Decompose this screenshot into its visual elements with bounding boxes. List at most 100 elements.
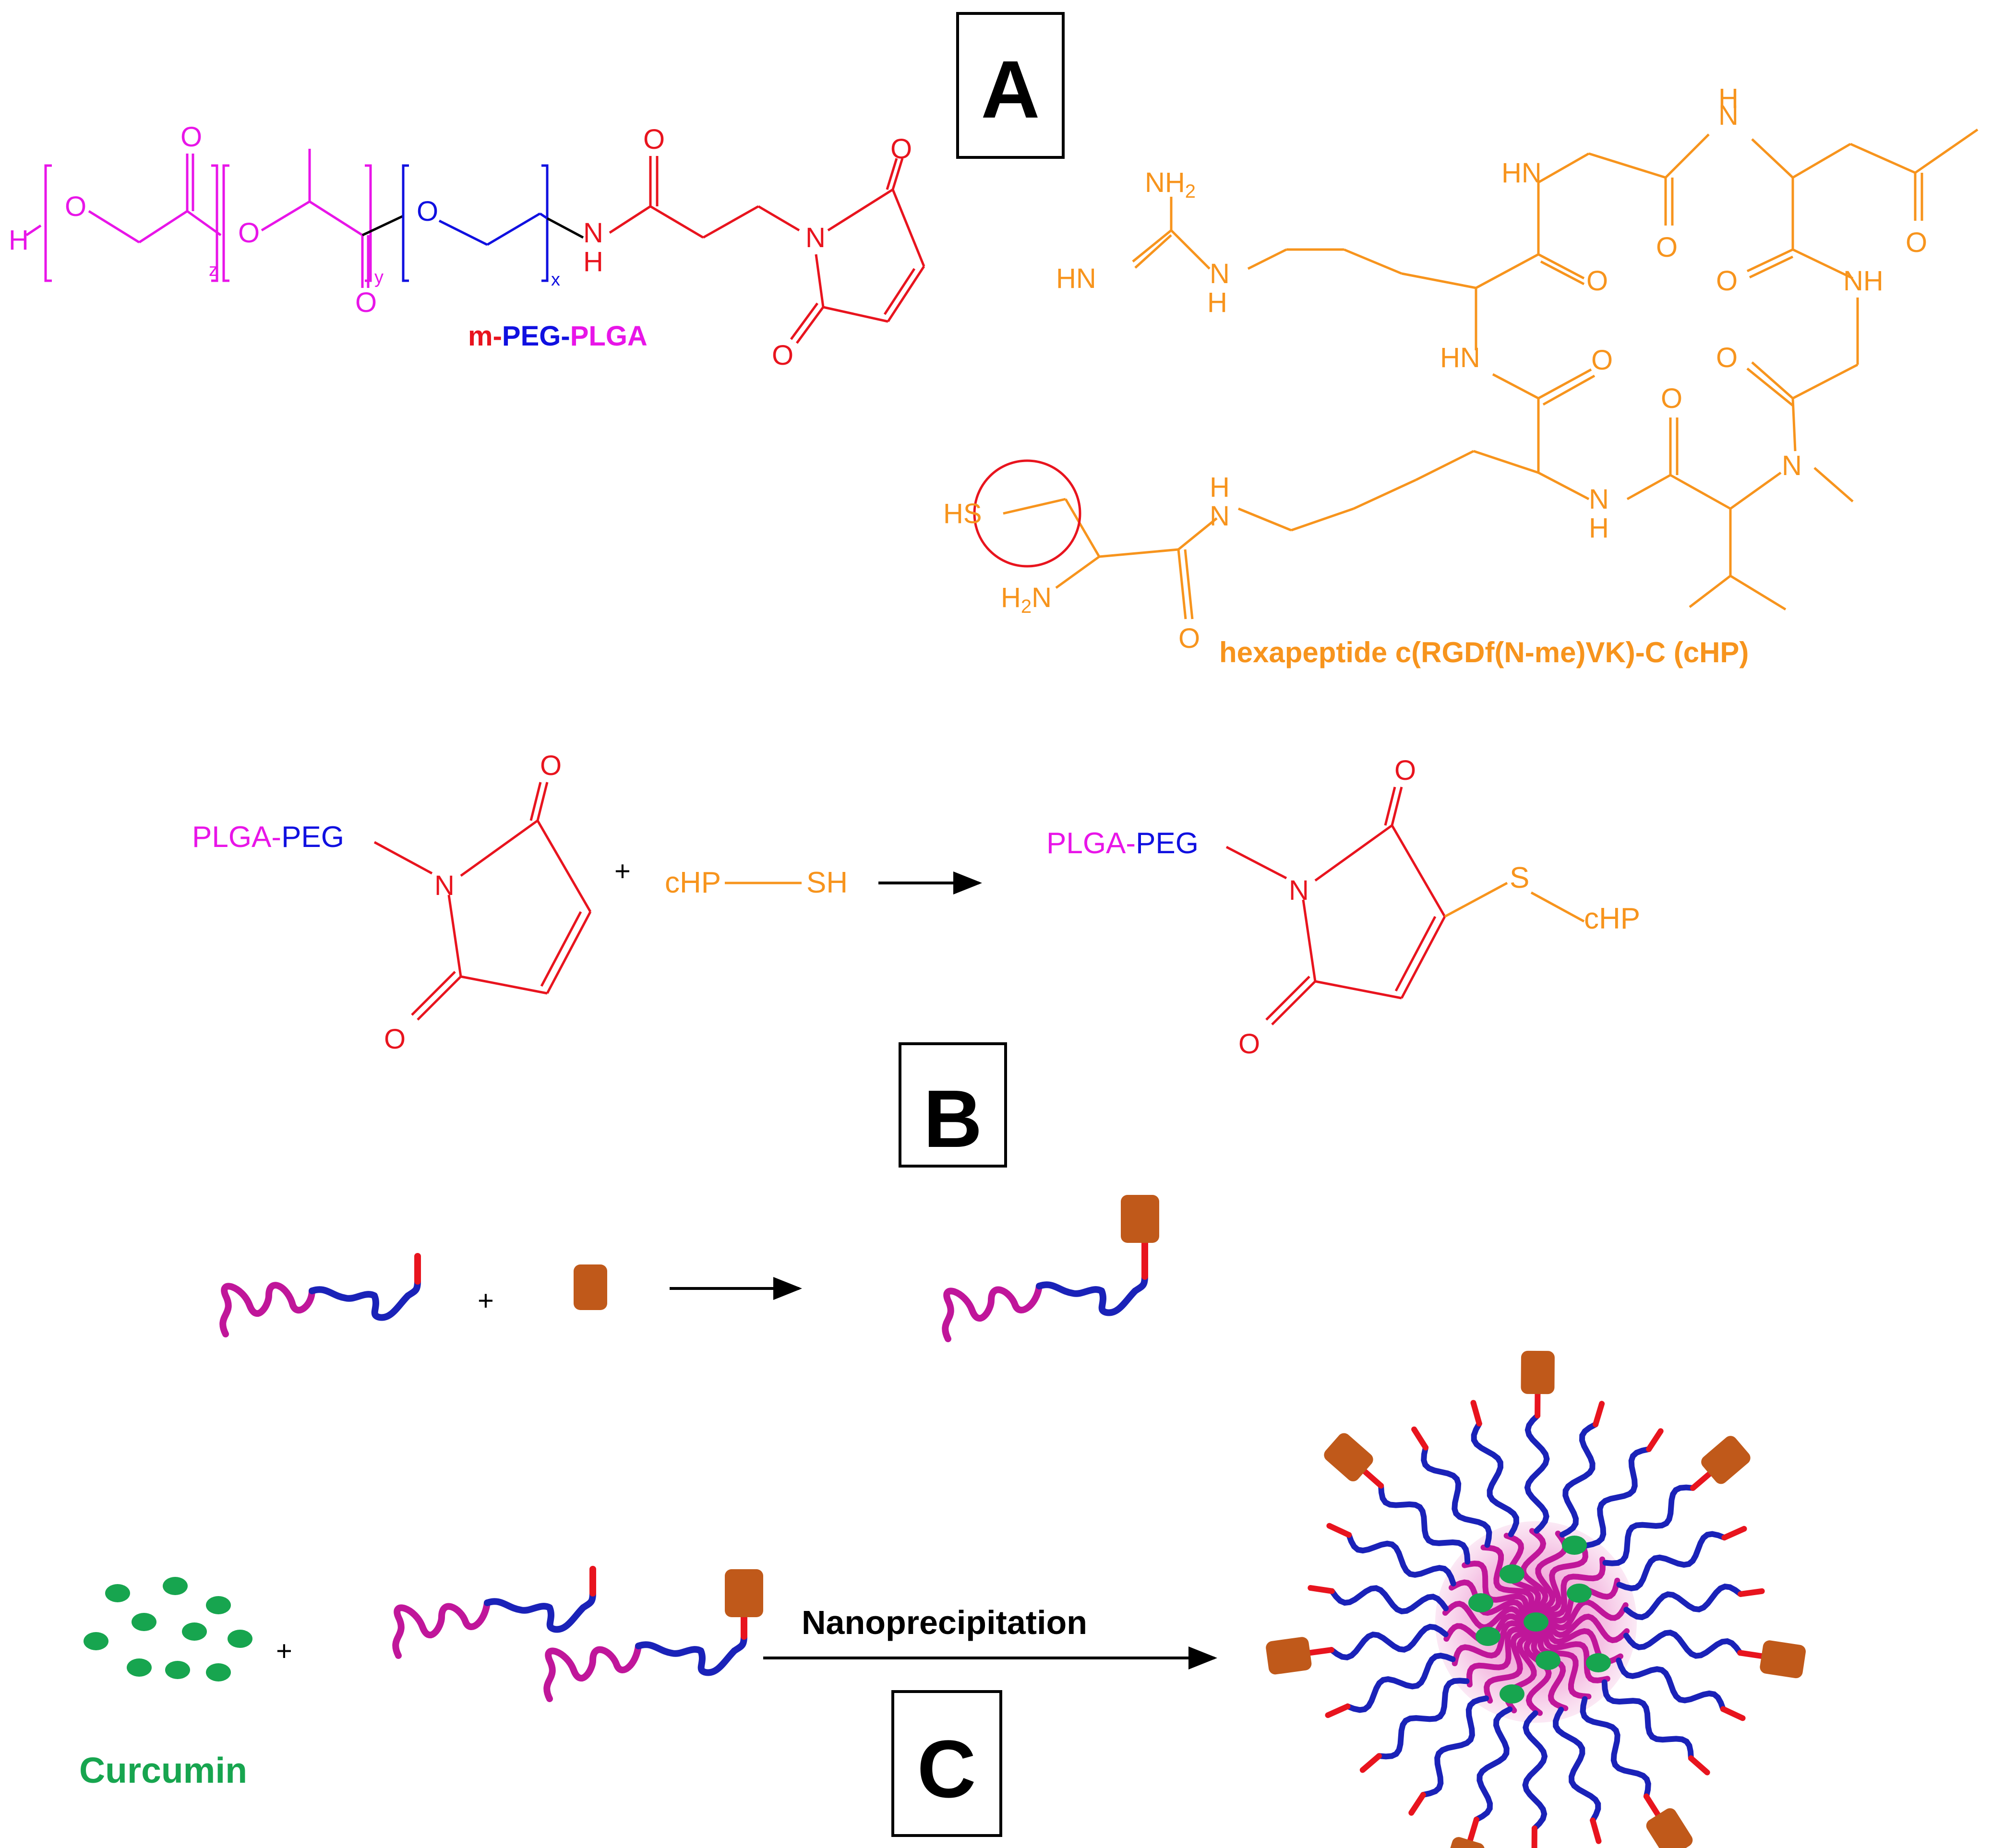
np-plga-segment	[1545, 1613, 1630, 1644]
atom-h-guanidine: H	[1207, 287, 1227, 318]
atom-h-terminal: H	[9, 225, 29, 256]
atom-nh2-guanidine: NH2	[1145, 167, 1196, 202]
product-atom-o-top: O	[1394, 755, 1416, 786]
atom-n-methyl: N	[1782, 450, 1802, 481]
thiol-highlight-circle	[973, 459, 1081, 568]
np-maleimide-end	[1738, 1588, 1765, 1597]
atom-h-cys-amide: H	[1210, 472, 1230, 503]
subscript-z: z	[209, 260, 218, 280]
np-peg-segment	[1328, 1623, 1449, 1661]
np-peg-segment	[1378, 1483, 1471, 1565]
atom-n-amide: N	[583, 217, 603, 249]
np-plga-segment	[1545, 1599, 1629, 1631]
np-maleimide-end	[1688, 1755, 1710, 1776]
schematic-polymer-pair	[392, 1566, 747, 1702]
np-maleimide-end	[1326, 1523, 1352, 1538]
np-maleimide-end	[1307, 1647, 1334, 1656]
np-peg-segment	[1344, 1653, 1456, 1713]
np-peg-segment	[1376, 1678, 1470, 1760]
mpeg-plga-name: m-PEG-PLGA	[468, 321, 648, 352]
curcumin-label: Curcumin	[79, 1750, 247, 1790]
nanoprecipitation-label: Nanoprecipitation	[802, 1604, 1087, 1641]
np-plga-segment	[1537, 1629, 1592, 1700]
np-ligand-block	[1266, 1637, 1312, 1675]
np-plga-segment	[1531, 1630, 1569, 1711]
subscript-y: y	[374, 267, 384, 287]
atom-h2n-terminal: H2N	[1001, 582, 1052, 617]
panel-a: A	[9, 12, 1979, 668]
atom-h-gly: H	[1718, 83, 1739, 114]
np-maleimide-end	[1470, 1400, 1482, 1427]
product-s-label: S	[1510, 861, 1529, 894]
atom-o-carbonyl2: O	[355, 287, 377, 318]
np-maleimide-end	[1643, 1793, 1661, 1818]
atom-o-carbonyl1: O	[180, 121, 202, 153]
product-atom-o-bottom: O	[1238, 1028, 1260, 1060]
atom-o-asp-side: O	[1906, 227, 1927, 258]
np-maleimide-end	[1646, 1428, 1664, 1452]
np-maleimide-end	[1720, 1706, 1746, 1721]
np-peg-segment	[1421, 1444, 1492, 1548]
np-peg-segment	[1553, 1706, 1601, 1824]
np-peg-segment	[1473, 1706, 1513, 1823]
sh-label: SH	[806, 866, 848, 899]
plus-sign-b: +	[614, 856, 631, 887]
reactant-atom-o-top: O	[540, 750, 562, 781]
atom-nh-asp: NH	[1843, 265, 1884, 297]
atom-h-amide: H	[583, 246, 603, 277]
np-peg-segment	[1420, 1695, 1489, 1798]
np-plga-segment	[1524, 1631, 1552, 1716]
product-chp-label: cHP	[1584, 902, 1640, 935]
np-maleimide-end	[1467, 1816, 1479, 1843]
np-ligand-block	[1324, 1433, 1373, 1481]
panel-b-label: B	[924, 1073, 983, 1165]
product-thioether: PLGA-PEG N O O S cHP	[1046, 755, 1640, 1060]
schematic-polymer-conjugated	[942, 1237, 1148, 1342]
curcumin-dots	[84, 1577, 252, 1681]
nanoparticle	[1266, 1350, 1806, 1848]
np-peg-segment	[1329, 1585, 1449, 1615]
atom-n-val: N	[1589, 484, 1609, 515]
np-plga-segment	[1442, 1600, 1527, 1631]
ligand-block-pair	[725, 1569, 763, 1617]
product-plga-peg-label: PLGA-PEG	[1046, 827, 1199, 860]
atom-o-peg: O	[417, 196, 438, 227]
np-plga-segment	[1542, 1556, 1606, 1618]
np-peg-segment	[1601, 1679, 1694, 1761]
np-maleimide-end	[1593, 1401, 1605, 1428]
atom-o-amide: O	[643, 124, 665, 155]
atom-hn-lys: HN	[1440, 342, 1480, 373]
atom-nh-gly: N	[1718, 100, 1739, 131]
chp-sh-reagent: cHP SH	[665, 866, 848, 899]
np-plga-segment	[1466, 1626, 1530, 1688]
np-peg-segment	[1623, 1583, 1744, 1621]
np-ligand-block	[1701, 1436, 1751, 1484]
np-plga-segment	[1539, 1540, 1588, 1615]
atom-n-maleimide: N	[805, 222, 826, 253]
np-maleimide-end	[1690, 1471, 1713, 1491]
atom-o-asp: O	[1716, 265, 1738, 297]
np-maleimide-end	[1362, 1468, 1384, 1489]
panel-c-box	[891, 1690, 1002, 1837]
panel-a-label: A	[981, 44, 1040, 135]
nanoparticle-drug	[1468, 1536, 1611, 1704]
atom-o-maleimide-bottom: O	[772, 340, 793, 371]
atom-n-cys-amide: N	[1210, 501, 1230, 532]
atom-n-guanidine: N	[1210, 258, 1230, 289]
mpeg-plga-structure: H O O z O O y O x N H O N O O m-PEG-PLGA	[9, 121, 925, 371]
subscript-x: x	[551, 270, 560, 290]
atom-o-val: O	[1661, 383, 1682, 414]
chp-label-reagent: cHP	[665, 866, 721, 899]
plus-sign-c2: +	[276, 1635, 292, 1667]
panel-c: + Curcumin +	[79, 1195, 1806, 1848]
np-peg-segment	[1623, 1629, 1743, 1659]
atom-o-cys: O	[1178, 623, 1200, 654]
np-peg-segment	[1616, 1657, 1726, 1712]
atom-o-ester2: O	[238, 217, 260, 249]
np-peg-segment	[1602, 1484, 1696, 1566]
np-plga-segment	[1452, 1620, 1528, 1667]
atom-o-arg: O	[1586, 265, 1608, 297]
np-maleimide-end	[1325, 1703, 1351, 1718]
np-maleimide-end	[1408, 1792, 1426, 1816]
